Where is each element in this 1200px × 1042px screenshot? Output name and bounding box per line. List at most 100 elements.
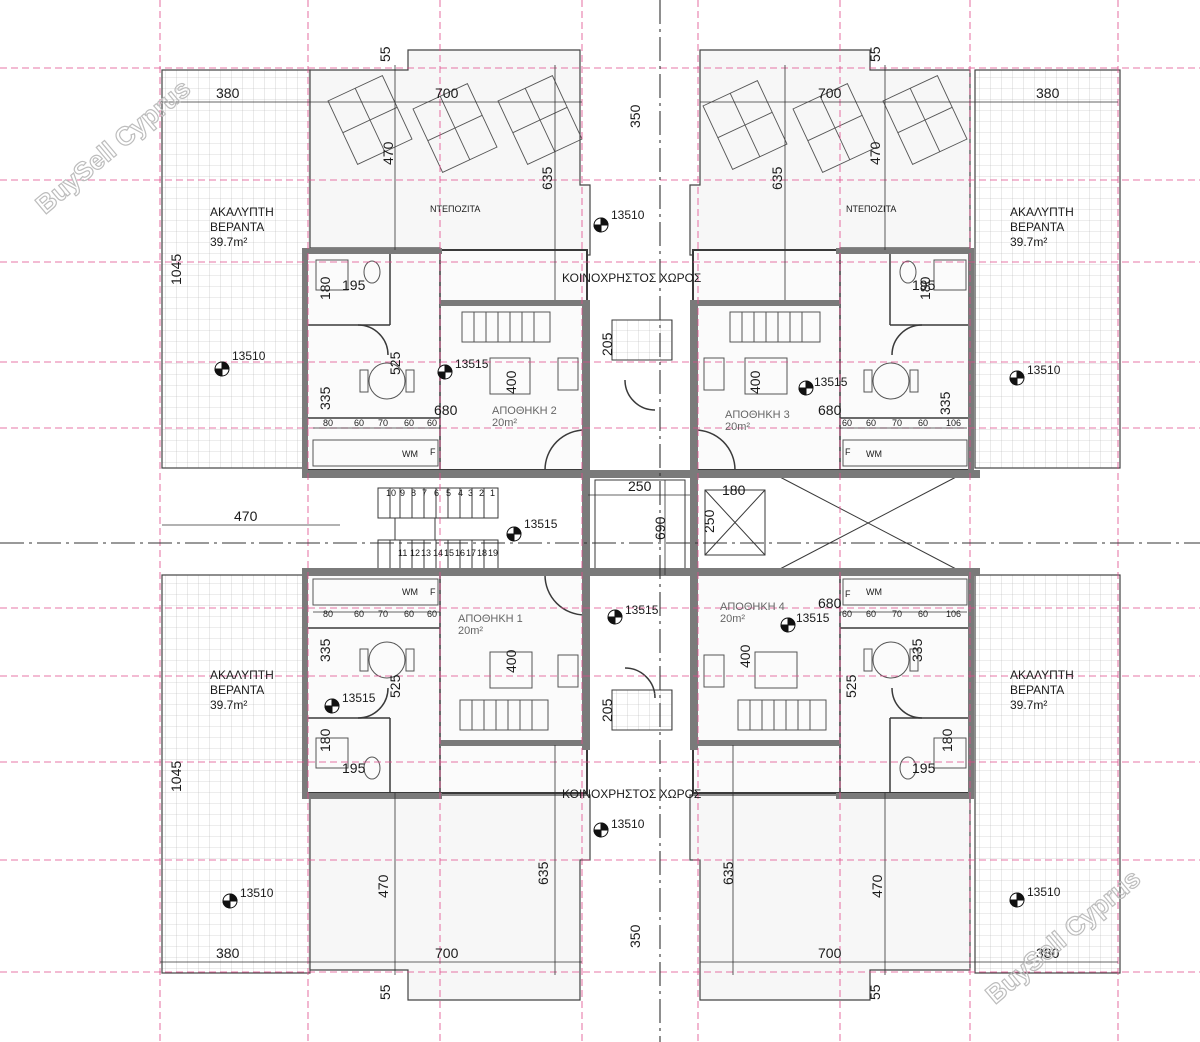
common-area-label: ΚΟΙΝΟΧΡΗΣΤΟΣ ΧΩΡΟΣ: [562, 271, 701, 285]
dim-label: 106: [946, 418, 961, 428]
dim-label: 60: [866, 418, 876, 428]
dim-label: 470: [869, 874, 885, 898]
veranda-area: 39.7m²: [1010, 235, 1047, 249]
veranda-bottom-right: [974, 574, 1121, 974]
dim-label: 55: [867, 46, 883, 62]
stair-step: 5: [446, 488, 451, 498]
dim-label: 700: [435, 945, 459, 961]
stair-step: 17: [466, 548, 476, 558]
dim-label: 106: [946, 609, 961, 619]
veranda-top-left: [161, 69, 311, 469]
dim-label: 690: [652, 516, 668, 540]
stair-step: 15: [444, 548, 454, 558]
bathrooms: [315, 259, 967, 780]
stair-step: 1: [490, 488, 495, 498]
veranda-area: 39.7m²: [210, 235, 247, 249]
storage-area: 20m²: [725, 421, 750, 433]
level-label: 13515: [814, 375, 848, 389]
veranda-label: ΑΚΑΛΥΠΤΗ: [210, 668, 274, 682]
level-label: 13515: [796, 611, 830, 625]
stair-step: 8: [411, 488, 416, 498]
fridge-label: F: [430, 587, 436, 597]
level-label: 13515: [342, 691, 376, 705]
stair-step: 10: [386, 488, 396, 498]
dim-label: 1045: [168, 761, 184, 792]
stair-step: 14: [433, 548, 443, 558]
stair-step: 11: [398, 548, 407, 558]
dim-label: 180: [722, 482, 746, 498]
dim-label: 70: [378, 609, 388, 619]
dimension-labels: 380 700 700 380 380 700 700 380 470 250 …: [168, 46, 1060, 1000]
kitchen-counters: [312, 439, 968, 606]
dim-label: 700: [818, 945, 842, 961]
stair-step: 9: [400, 488, 405, 498]
dim-label: 60: [404, 609, 414, 619]
stair-step: 4: [458, 488, 463, 498]
dim-label: 60: [842, 418, 852, 428]
veranda-label: ΑΚΑΛΥΠΤΗ: [1010, 205, 1074, 219]
dim-label: 525: [387, 351, 403, 375]
dim-label: 80: [323, 609, 333, 619]
level-label: 13515: [524, 517, 558, 531]
dim-label: 635: [769, 166, 785, 190]
dining-tables: [359, 362, 919, 679]
dim-label: 470: [234, 508, 258, 524]
dim-label: 335: [937, 391, 953, 415]
dim-label: 635: [720, 861, 736, 885]
dim-label: 195: [912, 760, 936, 776]
veranda-area: 39.7m²: [1010, 698, 1047, 712]
dimension-lines: [160, 65, 1118, 975]
apartments: [306, 249, 971, 794]
level-label: 13510: [611, 208, 645, 222]
dim-label: 400: [747, 370, 763, 394]
terrace-top-right: [689, 49, 971, 256]
stair-numbers: 10 9 8 7 6 5 4 3 2 1 11 12 13 14 15 16 1…: [386, 488, 498, 558]
apartment-top-left: [306, 249, 588, 471]
dim-label: 680: [818, 595, 842, 611]
common-area-label: ΚΟΙΝΟΧΡΗΣΤΟΣ ΧΩΡΟΣ: [562, 787, 701, 801]
dim-label: 55: [377, 984, 393, 1000]
veranda-label: ΒΕΡΑΝΤΑ: [1010, 220, 1064, 234]
dim-label: 470: [380, 141, 396, 165]
dim-label: 195: [342, 277, 366, 293]
storage-area: 20m²: [492, 417, 517, 429]
dim-label: 205: [599, 332, 615, 356]
storage-label: ΑΠΟΘΗΚΗ 2: [492, 405, 557, 417]
veranda-areas: [161, 69, 1121, 974]
dim-label: 60: [918, 418, 928, 428]
dim-label: 635: [539, 166, 555, 190]
dim-label: 700: [435, 85, 459, 101]
dim-label: 335: [317, 386, 333, 410]
dim-label: 350: [627, 104, 643, 128]
storage-label: ΑΠΟΘΗΚΗ 3: [725, 409, 790, 421]
stair-step: 6: [434, 488, 439, 498]
storage-label: ΑΠΟΘΗΚΗ 4: [720, 601, 785, 613]
washing-machine-label: WM: [402, 449, 418, 459]
stair-step: 19: [488, 548, 498, 558]
dim-label: 400: [503, 649, 519, 673]
dim-label: 335: [909, 638, 925, 662]
level-label: 13510: [240, 886, 274, 900]
apartment-bottom-right: [692, 574, 971, 794]
veranda-top-right: [974, 69, 1121, 469]
dim-label: 55: [377, 46, 393, 62]
veranda-label: ΑΚΑΛΥΠΤΗ: [210, 205, 274, 219]
dim-label: 470: [375, 874, 391, 898]
level-labels: 13510 13510 13510 13515 13515 13515 1351…: [232, 208, 1061, 900]
dim-label: 180: [917, 276, 933, 300]
deposit-label: ΝΤΕΠΟΖΙΤΑ: [430, 204, 480, 214]
dim-label: 680: [818, 402, 842, 418]
dim-label: 60: [866, 609, 876, 619]
dim-label: 250: [701, 509, 717, 533]
dim-label: 70: [892, 418, 902, 428]
stair-step: 12: [410, 548, 420, 558]
washing-machine-label: WM: [402, 587, 418, 597]
stair-step: 16: [455, 548, 465, 558]
dim-label: 180: [939, 728, 955, 752]
dim-label: 635: [535, 861, 551, 885]
terrace-bottom-left: [309, 789, 591, 1001]
stair-step: 7: [422, 488, 427, 498]
veranda-bottom-left: [161, 574, 311, 974]
dim-label: 80: [323, 418, 333, 428]
